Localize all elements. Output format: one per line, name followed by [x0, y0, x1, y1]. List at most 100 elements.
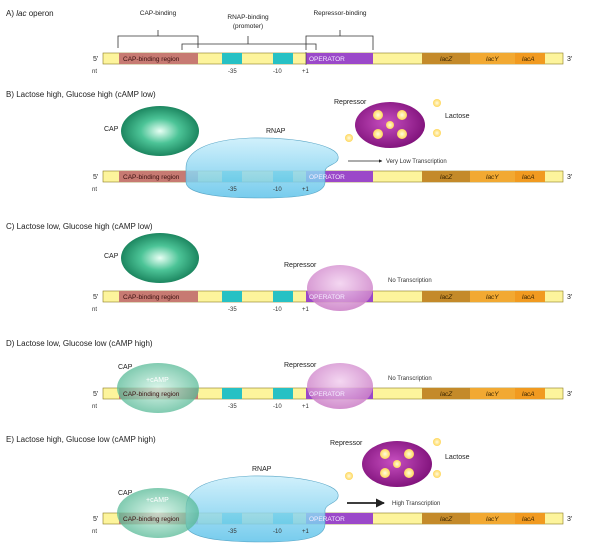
rnap-label-e: RNAP	[252, 466, 272, 473]
nt-c: nt	[92, 307, 97, 313]
repressor-label-b: Repressor	[334, 99, 367, 106]
repressor-c	[307, 265, 373, 311]
cap-protein-c	[121, 233, 199, 283]
pos-35-c: -35	[228, 307, 237, 313]
operator-d: OPERATOR	[309, 391, 345, 398]
repressor-label-d: Repressor	[284, 362, 317, 369]
transcription-e: High Transcription	[392, 501, 440, 507]
camp-label-d: +cAMP	[146, 377, 169, 384]
operator-c: OPERATOR	[309, 294, 345, 301]
lactose-molecule	[345, 472, 353, 480]
repressor-d	[307, 363, 373, 409]
nt-d: nt	[92, 404, 97, 410]
cap-binding-bracket	[117, 30, 199, 48]
rnap-b	[185, 137, 339, 199]
promoter-label: (promoter)	[233, 23, 263, 30]
repressor-b	[355, 102, 425, 148]
panel-c-title: C) Lactose low, Glucose high (cAMP low)	[6, 222, 153, 231]
lacy-d: lacY	[486, 391, 499, 398]
panel-a: A) lac operon CAP-binding RNAP-binding (…	[6, 9, 572, 75]
camp-label-e: +cAMP	[146, 497, 169, 504]
lactose-molecule	[433, 129, 441, 137]
rnap-binding-bracket	[181, 36, 317, 50]
lactose-label-e: Lactose	[445, 454, 470, 461]
cap-label-c: CAP	[104, 253, 119, 260]
pos-35-d: -35	[228, 404, 237, 410]
cap-label-b: CAP	[104, 126, 119, 133]
laca-e: lacA	[522, 516, 535, 523]
panel-d-title: D) Lactose low, Glucose low (cAMP high)	[6, 339, 153, 348]
five-prime-e: 5'	[93, 516, 98, 523]
three-prime-d: 3'	[567, 391, 572, 398]
lacz-c: lacZ	[440, 294, 453, 301]
lacy-c: lacY	[486, 294, 499, 301]
three-prime-c: 3'	[567, 294, 572, 301]
lacz-d: lacZ	[440, 391, 453, 398]
cap-region-a: CAP-binding region	[123, 56, 180, 63]
pos-10-d: -10	[273, 404, 282, 410]
repressor-binding-label: Repressor-binding	[313, 10, 366, 17]
transcription-d: No Transcription	[388, 376, 432, 382]
panel-c: C) Lactose low, Glucose high (cAMP low) …	[6, 222, 572, 313]
operator-e: OPERATOR	[309, 516, 345, 523]
cap-label-e: CAP	[118, 490, 133, 497]
pos-1-b: +1	[302, 187, 310, 193]
lacy-e: lacY	[486, 516, 499, 523]
five-prime-d: 5'	[93, 391, 98, 398]
pos-1-c: +1	[302, 307, 310, 313]
repressor-binding-bracket	[305, 30, 374, 50]
cap-region-e: CAP-binding region	[123, 516, 180, 523]
dna-strand-a	[102, 52, 564, 65]
cap-binding-label: CAP-binding	[140, 10, 177, 17]
lacz-e: lacZ	[440, 516, 453, 523]
pos-1-d: +1	[302, 404, 310, 410]
cap-camp-d	[117, 363, 199, 413]
rnap-binding-label: RNAP-binding	[227, 14, 269, 21]
pos-10-e: -10	[273, 529, 282, 535]
pos-35-b: -35	[228, 187, 237, 193]
panel-e-title: E) Lactose high, Glucose low (cAMP high)	[6, 435, 156, 444]
rnap-e	[185, 475, 339, 543]
cap-protein-b	[121, 106, 199, 156]
pos-1-e: +1	[302, 529, 310, 535]
transcription-c: No Transcription	[388, 278, 432, 284]
three-prime-b: 3'	[567, 174, 572, 181]
nt-a: nt	[92, 69, 97, 75]
lactose-label-b: Lactose	[445, 113, 470, 120]
rnap-label-b: RNAP	[266, 128, 286, 135]
nt-b: nt	[92, 187, 97, 193]
lacz-a: lacZ	[440, 56, 453, 63]
panel-e: E) Lactose high, Glucose low (cAMP high)…	[6, 435, 572, 543]
cap-region-d: CAP-binding region	[123, 391, 180, 398]
laca-d: lacA	[522, 391, 535, 398]
cap-camp-e	[117, 488, 199, 538]
three-prime-e: 3'	[567, 516, 572, 523]
laca-b: lacA	[522, 174, 535, 181]
panel-d: D) Lactose low, Glucose low (cAMP high) …	[6, 339, 572, 413]
pos-10-b: -10	[273, 187, 282, 193]
panel-a-title: A) lac operon	[6, 9, 54, 18]
cap-region-b: CAP-binding region	[123, 174, 180, 181]
repressor-label-e: Repressor	[330, 440, 363, 447]
repressor-label-c: Repressor	[284, 262, 317, 269]
pos-35-a: -35	[228, 69, 237, 75]
pos-1-a: +1	[302, 69, 310, 75]
laca-c: lacA	[522, 294, 535, 301]
five-prime-b: 5'	[93, 174, 98, 181]
lacy-a: lacY	[486, 56, 499, 63]
laca-a: lacA	[522, 56, 535, 63]
cap-label-d: CAP	[118, 364, 133, 371]
pos-10-c: -10	[273, 307, 282, 313]
five-prime-c: 5'	[93, 294, 98, 301]
cap-region-c: CAP-binding region	[123, 294, 180, 301]
operator-b: OPERATOR	[309, 174, 345, 181]
lactose-molecule	[433, 438, 441, 446]
lactose-molecule	[433, 99, 441, 107]
pos-35-e: -35	[228, 529, 237, 535]
pos-10-a: -10	[273, 69, 282, 75]
nt-e: nt	[92, 529, 97, 535]
three-prime-a: 3'	[567, 56, 572, 63]
lactose-molecule	[433, 470, 441, 478]
panel-b-title: B) Lactose high, Glucose high (cAMP low)	[6, 90, 156, 99]
